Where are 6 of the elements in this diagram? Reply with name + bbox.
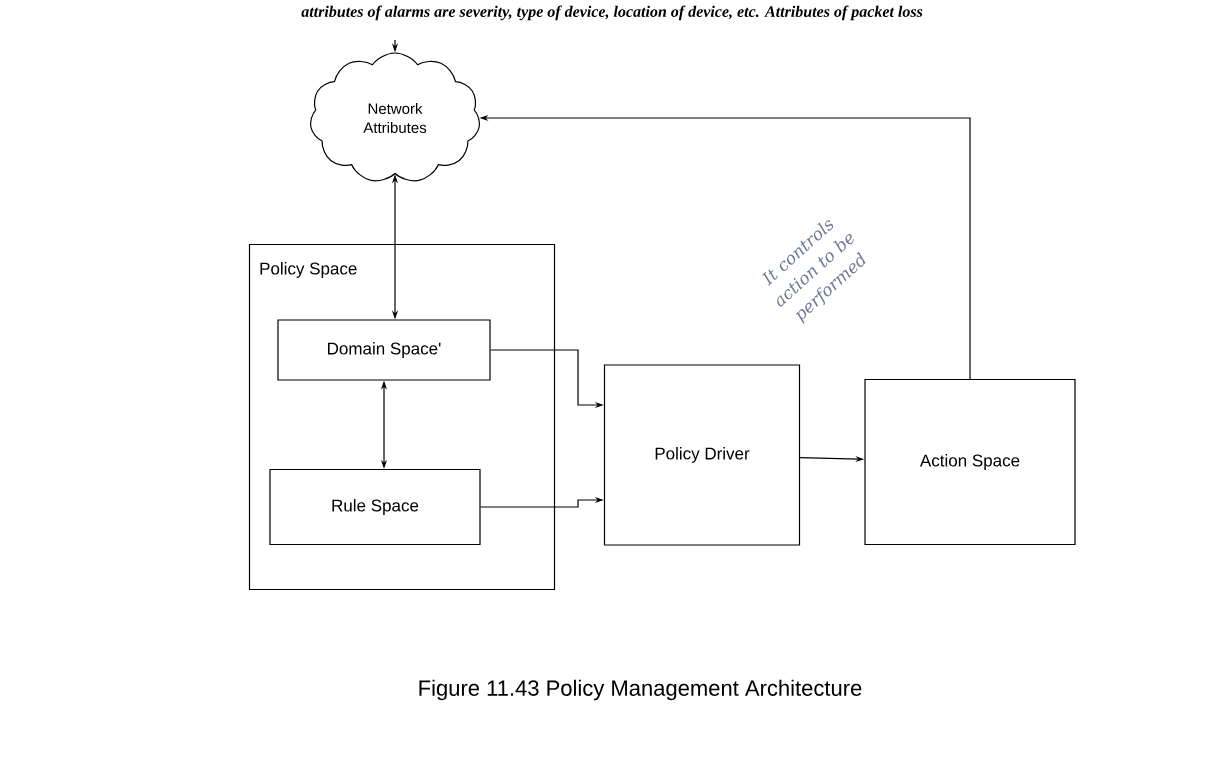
process-box: Rule Space <box>269 468 481 546</box>
body-text: attributes of alarms are severity, type of device, location of device, etc. Attributes of packet loss <box>301 5 923 21</box>
process-box: Domain Space' <box>277 319 491 381</box>
process-box: Policy Driver <box>603 364 801 546</box>
process-box: Action Space <box>864 378 1076 546</box>
figure-caption: Figure 11.43 Policy Management Architecture <box>419 679 862 701</box>
